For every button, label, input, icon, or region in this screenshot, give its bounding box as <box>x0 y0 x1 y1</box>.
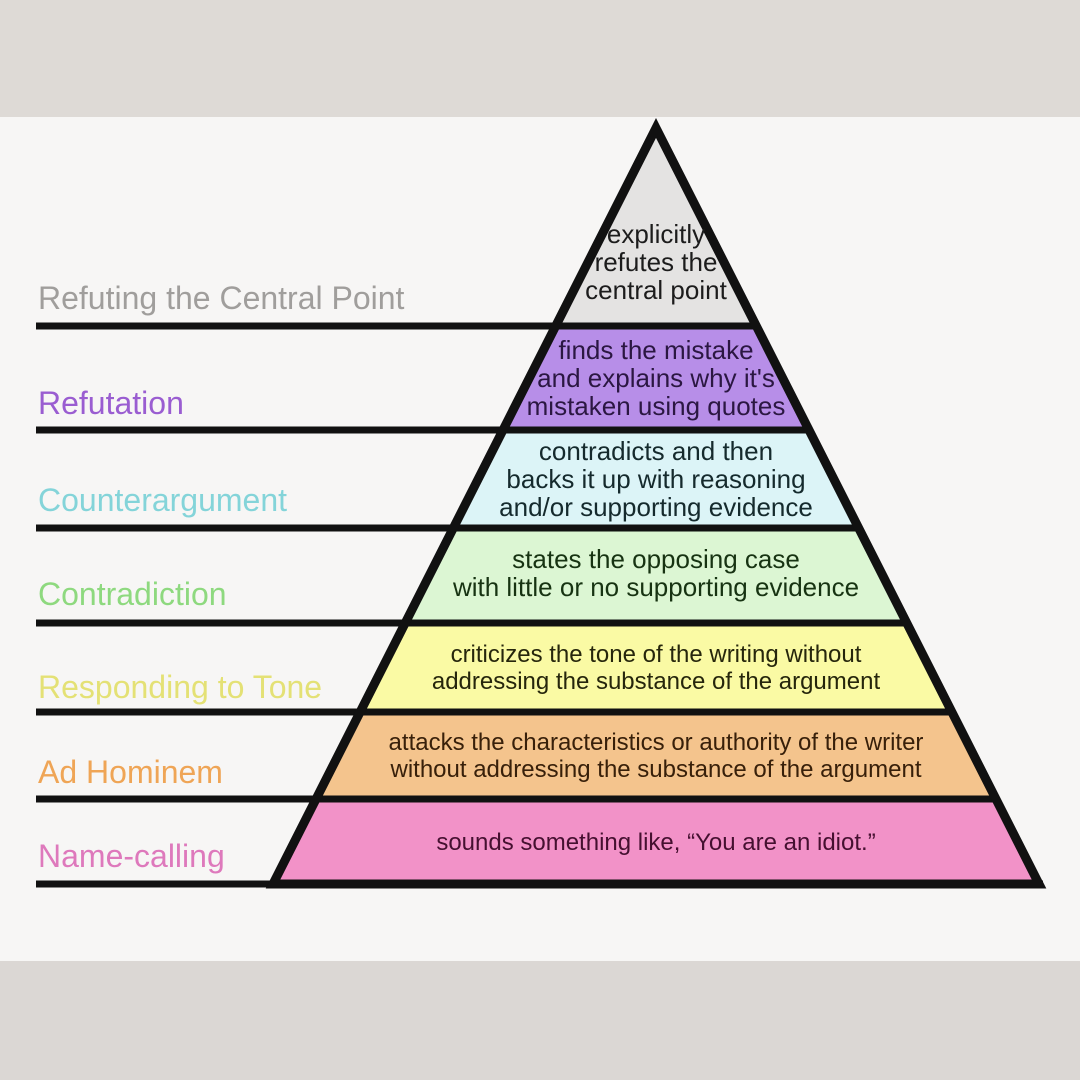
level-label-responding-to-tone: Responding to Tone <box>38 669 323 705</box>
pyramid-band-counterargument <box>453 430 859 528</box>
band-text-refuting-central-point: explicitly refutes the central point <box>585 219 727 305</box>
band-text-name-calling: sounds something like, “You are an idiot… <box>436 828 876 856</box>
level-label-contradiction: Contradiction <box>38 576 227 612</box>
band-text-responding-to-tone: criticizes the tone of the writing witho… <box>431 640 881 695</box>
pyramid-band-refutation <box>503 326 809 430</box>
top-letterbox-band <box>0 0 1080 117</box>
band-text-refutation: finds the mistake and explains why it's … <box>526 334 786 421</box>
pyramid-band-name-calling <box>273 799 1039 884</box>
level-label-name-calling: Name-calling <box>38 838 225 874</box>
bottom-letterbox-band <box>0 961 1080 1080</box>
pyramid-outline <box>265 118 1047 889</box>
pyramid-band-responding-to-tone <box>360 623 952 712</box>
band-text-ad-hominem: attacks the characteristics or authority… <box>388 729 924 783</box>
band-text-contradiction: states the opposing case with little or … <box>452 543 860 602</box>
pyramid-band-refuting-central-point <box>555 128 757 326</box>
level-label-ad-hominem: Ad Hominem <box>38 754 223 790</box>
level-label-counterargument: Counterargument <box>38 482 288 518</box>
pyramid-band-contradiction <box>405 528 907 623</box>
level-label-refutation: Refutation <box>38 385 184 421</box>
pyramid-band-ad-hominem <box>316 712 996 799</box>
band-text-counterargument: contradicts and then backs it up with re… <box>499 436 813 522</box>
level-label-refuting-central-point: Refuting the Central Point <box>38 280 405 316</box>
